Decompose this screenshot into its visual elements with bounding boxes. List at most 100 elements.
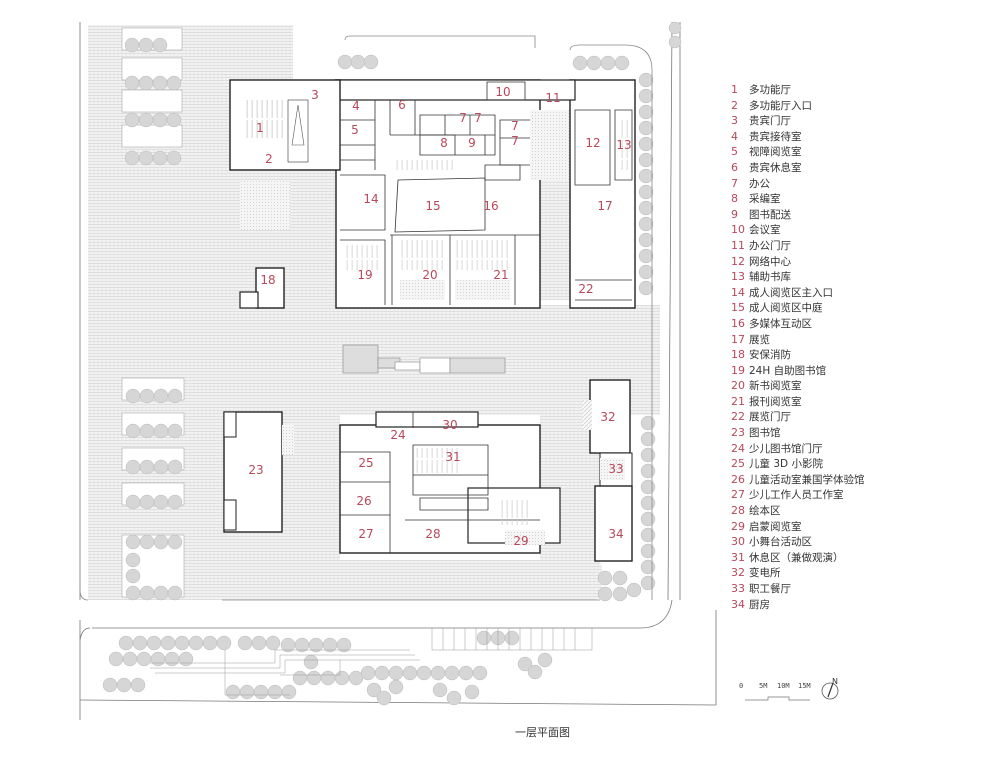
room-number: 23	[248, 463, 263, 477]
legend-label: 报刊阅览室	[749, 395, 802, 408]
legend-number: 13	[731, 270, 745, 284]
legend-label: 变电所	[749, 567, 781, 580]
legend-number: 15	[731, 301, 745, 315]
legend-label: 启蒙阅览室	[749, 520, 802, 533]
legend-label: 办公	[749, 177, 770, 190]
legend-label: 厨房	[749, 598, 770, 611]
legend-number: 23	[731, 426, 745, 440]
room-number: 22	[578, 282, 593, 296]
building-23	[223, 411, 294, 533]
room-number: 14	[363, 192, 378, 206]
legend-number: 20	[731, 379, 745, 393]
water-feature	[342, 344, 506, 374]
legend-label: 贵宾休息室	[749, 161, 802, 174]
legend-number: 2	[731, 98, 738, 112]
room-number: 13	[616, 138, 631, 152]
room-number: 7	[474, 111, 482, 125]
room-number: 34	[608, 527, 623, 541]
room-number: 7	[459, 111, 467, 125]
room-number: 15	[425, 199, 440, 213]
legend-label: 贵宾门厅	[749, 115, 791, 128]
scale-label-5m: 5M	[759, 682, 768, 690]
legend-number: 10	[731, 223, 745, 237]
trees	[102, 21, 682, 706]
legend-label: 休息区（兼做观演）	[749, 551, 844, 564]
legend-label: 成人阅览区中庭	[749, 302, 823, 315]
room-number: 9	[468, 136, 476, 150]
legend-number: 6	[731, 160, 738, 174]
room-number: 7	[511, 119, 519, 133]
room-number: 18	[260, 273, 275, 287]
legend-number: 28	[731, 504, 745, 518]
legend-number: 31	[731, 550, 745, 564]
room-number: 2	[265, 152, 273, 166]
room-number: 29	[513, 534, 528, 548]
room-number: 11	[545, 91, 560, 105]
north-arrow: N	[821, 677, 839, 700]
legend-number: 4	[731, 129, 738, 143]
room-number: 25	[358, 456, 373, 470]
north-building	[229, 79, 636, 309]
legend-number: 33	[731, 582, 745, 595]
room-number: 5	[351, 123, 359, 137]
room-number: 24	[390, 428, 405, 442]
room-number: 17	[597, 199, 612, 213]
legend-number: 7	[731, 176, 738, 190]
legend-item: 16 多媒体互动区	[731, 316, 931, 332]
svg-text:N: N	[832, 677, 838, 686]
room-number: 20	[422, 268, 437, 282]
legend-label: 展览门厅	[749, 411, 791, 424]
legend-label: 绘本区	[749, 505, 781, 518]
legend-number: 25	[731, 457, 745, 471]
legend-label: 少儿工作人员工作室	[749, 489, 844, 502]
building-18	[239, 267, 285, 309]
legend-number: 34	[731, 597, 745, 611]
legend-label: 多功能厅	[749, 84, 791, 96]
legend-label: 新书阅览室	[749, 380, 802, 393]
east-buildings	[582, 379, 633, 562]
room-number: 32	[600, 410, 615, 424]
legend-number: 17	[731, 332, 745, 346]
legend-number: 16	[731, 316, 745, 330]
legend-number: 30	[731, 535, 745, 549]
legend-item: 31 休息区（兼做观演）	[731, 550, 931, 566]
legend-number: 12	[731, 254, 745, 268]
legend-item: 7 办公	[731, 176, 931, 192]
legend-label: 多媒体互动区	[749, 317, 812, 330]
legend-number: 9	[731, 207, 738, 221]
legend-number: 5	[731, 145, 738, 159]
legend-item: 15 成人阅览区中庭	[731, 300, 931, 316]
scale-bar	[745, 696, 810, 701]
room-number: 6	[398, 98, 406, 112]
legend-label: 安保消防	[749, 349, 791, 362]
legend-label: 儿童活动室兼国学体验馆	[749, 473, 865, 486]
legend-label: 办公门厅	[749, 239, 791, 252]
room-number: 21	[493, 268, 508, 282]
legend-item: 6 贵宾休息室	[731, 160, 931, 176]
room-number: 27	[358, 527, 373, 541]
legend-label: 图书馆	[749, 427, 781, 440]
room-number: 10	[495, 85, 510, 99]
legend-label: 成人阅览区主入口	[749, 286, 833, 299]
legend-item: 23 图书馆	[731, 425, 931, 441]
legend-label: 视障阅览室	[749, 146, 802, 159]
